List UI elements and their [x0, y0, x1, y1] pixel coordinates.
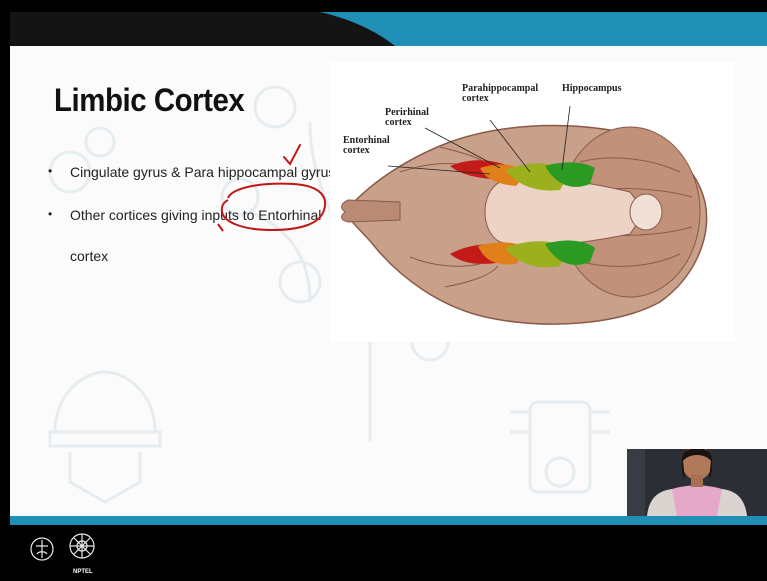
label-line: cortex	[343, 146, 390, 156]
brain-ventral-view-figure	[330, 62, 735, 342]
bullet-item: • Cingulate gyrus & Para hippocampal gyr…	[70, 164, 335, 180]
label-parahippocampal-cortex: Parahippocampal cortex	[462, 84, 538, 104]
nptel-logo-text: NPTEL	[73, 569, 93, 575]
label-perirhinal-cortex: Perirhinal cortex	[385, 108, 429, 128]
label-hippocampus: Hippocampus	[562, 84, 621, 94]
slide-footer-bar	[10, 516, 767, 525]
label-line: cortex	[462, 94, 538, 104]
institution-logos	[30, 530, 110, 581]
presenter-image	[627, 449, 767, 516]
presenter-video	[627, 449, 767, 516]
label-entorhinal-cortex: Entorhinal cortex	[343, 136, 390, 156]
slide-header-bar	[10, 12, 767, 46]
bullet-continuation: cortex	[70, 248, 108, 264]
bullet-text: Other cortices giving inputs to Entorhin…	[70, 207, 321, 223]
slide-title: Limbic Cortex	[54, 82, 244, 119]
slide: Limbic Cortex • Cingulate gyrus & Para h…	[10, 12, 767, 525]
bullet-item: • Other cortices giving inputs to Entorh…	[70, 207, 321, 223]
label-line: cortex	[385, 118, 429, 128]
iit-emblem-icon	[31, 538, 53, 560]
bullet-text: Cingulate gyrus & Para hippocampal gyrus	[70, 164, 335, 180]
bullet-dot: •	[48, 164, 52, 178]
bullet-dot: •	[48, 207, 52, 221]
nptel-emblem-icon	[70, 534, 94, 558]
